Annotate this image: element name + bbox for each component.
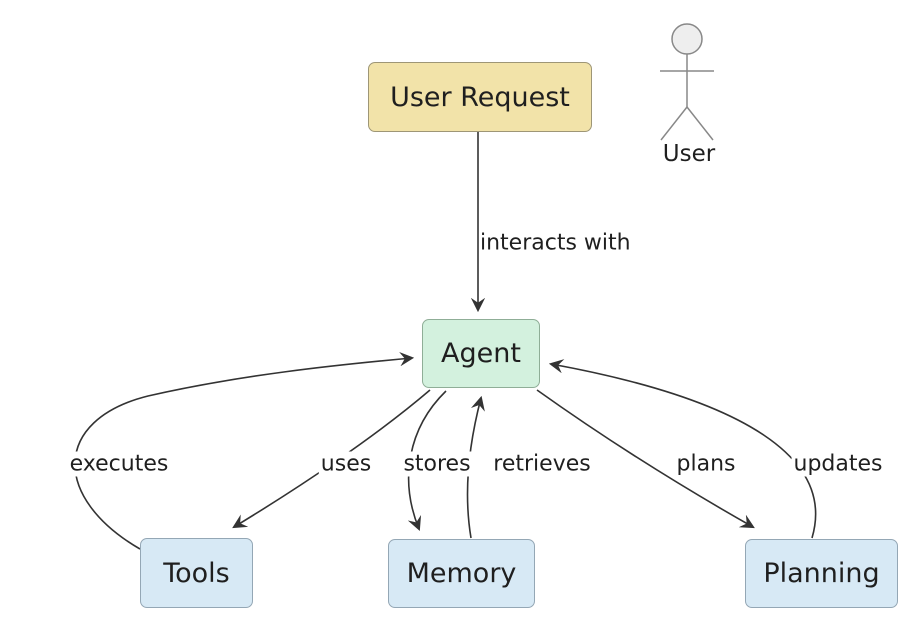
node-planning-label: Planning (763, 558, 880, 589)
edge-label-uses: uses (318, 451, 374, 477)
node-user-request-label: User Request (390, 81, 570, 113)
edge-label-retrieves: retrieves (491, 451, 593, 477)
edge-label-interacts-with: interacts with (480, 230, 631, 256)
node-tools-label: Tools (163, 557, 230, 589)
actor-left-leg (660, 106, 688, 141)
actor-head (671, 23, 703, 55)
edge-label-plans: plans (674, 451, 738, 477)
node-user-request: User Request (368, 62, 592, 132)
actor-user-label: User (662, 141, 716, 167)
node-tools: Tools (140, 538, 253, 608)
node-memory-label: Memory (406, 558, 517, 589)
node-planning: Planning (745, 539, 898, 608)
edge-plans (536, 389, 755, 529)
edge-label-stores: stores (401, 451, 473, 477)
node-agent-label: Agent (441, 338, 521, 369)
edge-updates (548, 359, 817, 539)
edge-label-updates: updates (791, 451, 885, 477)
node-memory: Memory (388, 539, 535, 608)
edge-executes (74, 351, 415, 550)
node-agent: Agent (422, 319, 540, 388)
actor-user-figure (660, 23, 714, 141)
edge-label-executes: executes (67, 451, 171, 477)
actor-right-leg (686, 106, 714, 141)
